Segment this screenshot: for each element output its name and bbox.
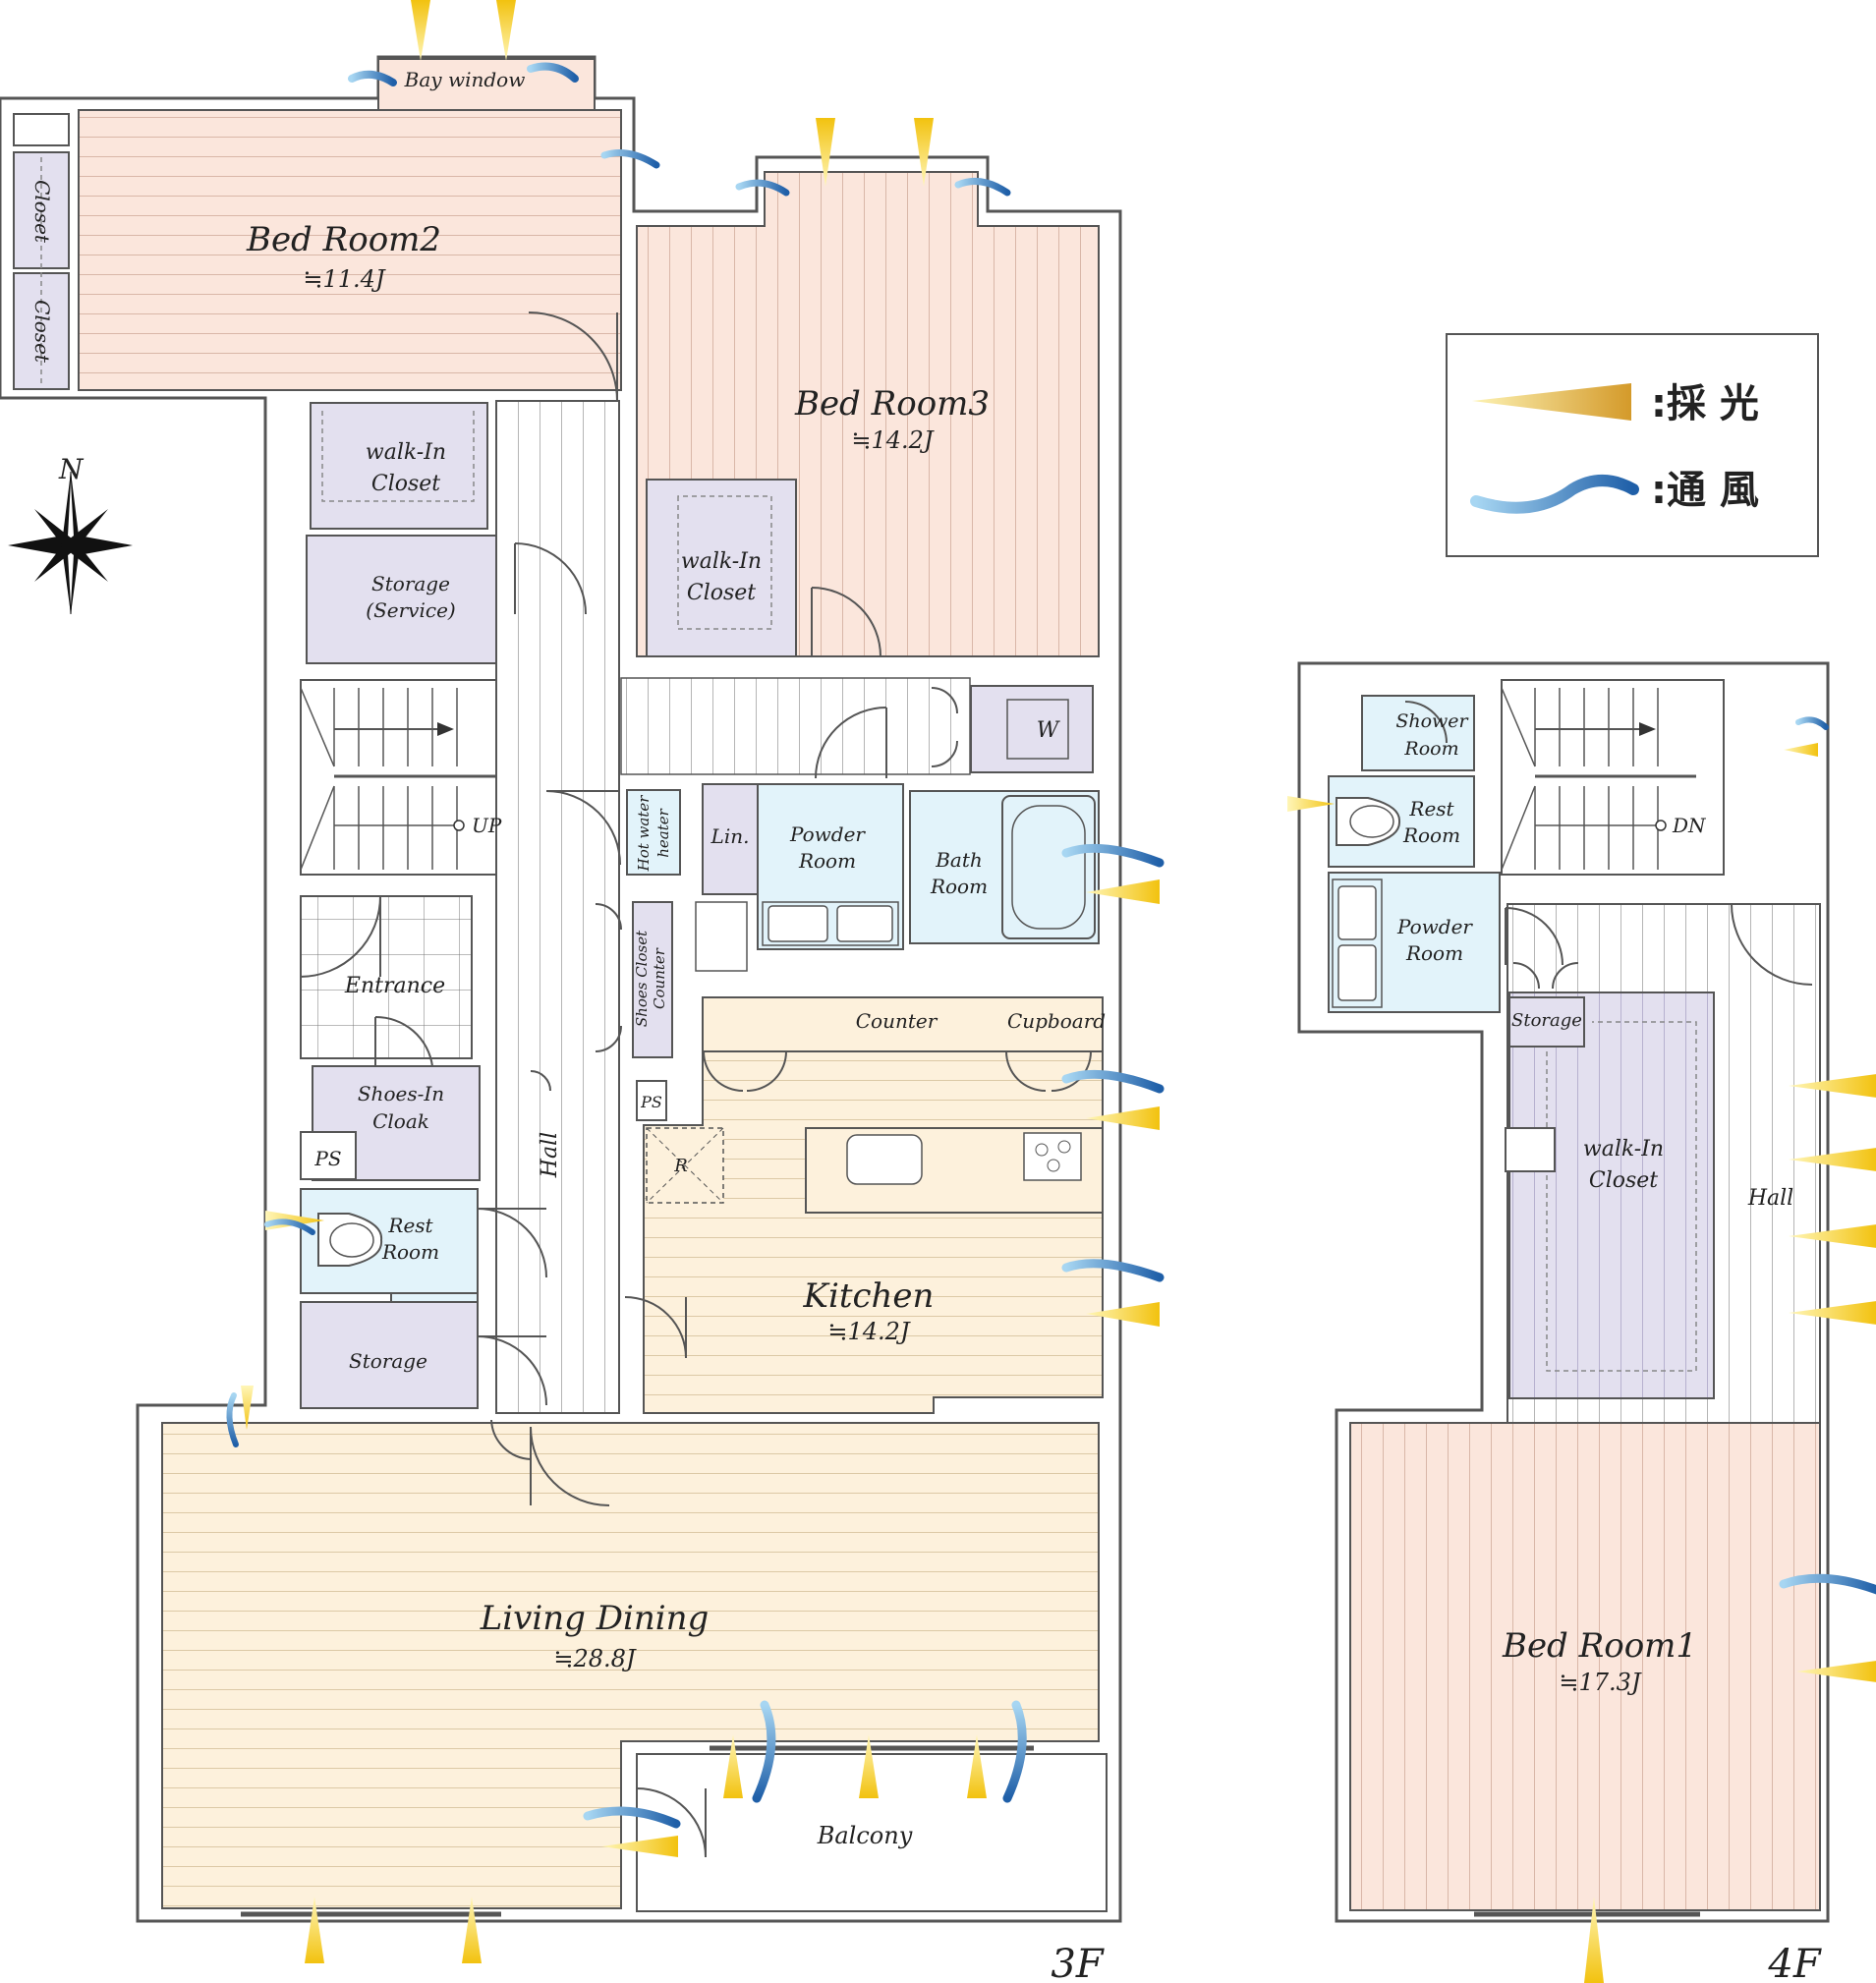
label-rest-4f-1: Rest — [1408, 797, 1454, 821]
label-bedroom2: Bed Room2 — [246, 220, 441, 259]
light-arrows-4f — [1287, 743, 1876, 1983]
label-shower-1: Shower — [1395, 710, 1469, 732]
label-walkin-b-2: Closet — [687, 581, 756, 605]
label-floor-3f: 3F — [1051, 1942, 1104, 1983]
shower-room — [1361, 695, 1475, 771]
label-walkin-b-1: walk-In — [681, 549, 762, 574]
label-shoes-closet-1: Shoes Closet — [633, 930, 651, 1027]
label-hot-water-1: Hot water — [635, 795, 653, 873]
counter-top — [702, 996, 1104, 1052]
label-linen: Lin. — [711, 824, 750, 848]
legend: :採 光 :通 風 — [1446, 333, 1819, 557]
label-powder-4f-1: Powder — [1396, 915, 1473, 938]
label-bedroom2-area: ≒11.4J — [303, 265, 386, 293]
hot-water-heater — [626, 789, 681, 876]
labels-4f: Shower Room Rest Room DN Powder Room Sto… — [1395, 710, 1821, 1983]
label-powder-3f-2: Room — [798, 849, 856, 873]
ps-box-a — [300, 1131, 357, 1180]
label-balcony: Balcony — [817, 1822, 913, 1849]
legend-light-label: :採 光 — [1651, 381, 1759, 426]
legend-wind-label: :通 風 — [1651, 468, 1759, 513]
label-shower-2: Room — [1403, 738, 1458, 760]
label-storage-4f: Storage — [1511, 1010, 1582, 1031]
storage-service — [306, 535, 516, 664]
label-bath-1: Bath — [935, 848, 983, 872]
label-hot-water-2: heater — [654, 808, 672, 857]
label-ps-b: PS — [640, 1093, 662, 1111]
label-bedroom3: Bed Room3 — [794, 384, 990, 424]
label-bay-window: Bay window — [404, 68, 526, 91]
label-walkin-a-2: Closet — [371, 472, 440, 496]
wind-arrows-4f — [1779, 716, 1876, 1595]
compass: N — [8, 453, 133, 615]
linen-closet — [702, 783, 759, 895]
label-rest-4f-2: Room — [1402, 823, 1460, 847]
shoes-closet-counter — [632, 901, 673, 1058]
washer-box — [970, 685, 1094, 773]
closet-box-top — [13, 113, 70, 146]
storage-3f — [300, 1301, 479, 1409]
label-bedroom3-area: ≒14.2J — [851, 426, 935, 454]
label-walkin-4f-1: walk-In — [1583, 1137, 1664, 1161]
label-bedroom1-area: ≒17.3J — [1559, 1669, 1642, 1696]
label-storage-b: Storage — [349, 1349, 427, 1373]
label-closet-b: Closet — [30, 300, 54, 364]
label-rest-3f-2: Room — [381, 1240, 439, 1264]
label-dn: DN — [1672, 814, 1707, 837]
label-living-dining-area: ≒28.8J — [553, 1645, 637, 1672]
label-ps-a: PS — [313, 1147, 341, 1170]
entrance-floor — [300, 895, 473, 1059]
legend-wind-icon — [1470, 475, 1639, 514]
label-refrigerator: R — [673, 1156, 688, 1176]
label-bath-2: Room — [930, 875, 988, 898]
label-walkin-4f-2: Closet — [1589, 1168, 1658, 1193]
bedroom2-floor — [78, 109, 622, 391]
label-hall-3f: Hall — [538, 1132, 562, 1178]
walkin-closet-4f — [1508, 992, 1715, 1399]
labels-3f: Bay window Bed Room2 ≒11.4J Closet Close… — [30, 68, 1106, 1983]
corridor-3f — [620, 677, 971, 775]
compass-north-label: N — [58, 453, 85, 485]
label-rest-3f-1: Rest — [387, 1214, 433, 1237]
label-cupboard: Cupboard — [1007, 1009, 1106, 1033]
legend-light-icon — [1472, 383, 1631, 421]
label-shoes-closet-2: Counter — [651, 947, 668, 1009]
label-closet-a: Closet — [30, 180, 54, 244]
label-storage-service-1: Storage — [371, 572, 450, 595]
label-up: UP — [472, 814, 502, 837]
ps-box-b — [636, 1080, 667, 1121]
label-bedroom1: Bed Room1 — [1502, 1626, 1697, 1666]
floor-3f — [0, 0, 1165, 1963]
label-kitchen-area: ≒14.2J — [827, 1318, 911, 1345]
label-floor-4f: 4F — [1767, 1942, 1821, 1983]
label-entrance: Entrance — [344, 974, 445, 998]
walkin-closet-a — [310, 402, 488, 530]
label-shoes-cloak-2: Cloak — [372, 1109, 429, 1133]
light-arrows-3f — [241, 0, 1160, 1963]
label-kitchen: Kitchen — [803, 1276, 935, 1316]
label-living-dining: Living Dining — [480, 1599, 710, 1638]
label-walkin-a-1: walk-In — [366, 440, 446, 465]
label-counter: Counter — [856, 1009, 938, 1033]
label-powder-3f-1: Powder — [789, 822, 866, 846]
label-hall-4f: Hall — [1747, 1186, 1793, 1211]
hall-3f — [495, 400, 620, 1414]
label-powder-4f-2: Room — [1405, 941, 1463, 965]
bedroom1-floor — [1349, 1422, 1821, 1911]
label-shoes-cloak-1: Shoes-In — [358, 1082, 444, 1105]
wind-arrows-3f — [226, 62, 1165, 1829]
legend-box — [1446, 333, 1819, 557]
living-dining-floor — [161, 1422, 1100, 1909]
label-washer: W — [1037, 718, 1061, 743]
floor-4f — [1287, 661, 1876, 1983]
label-storage-service-2: (Service) — [366, 598, 455, 622]
